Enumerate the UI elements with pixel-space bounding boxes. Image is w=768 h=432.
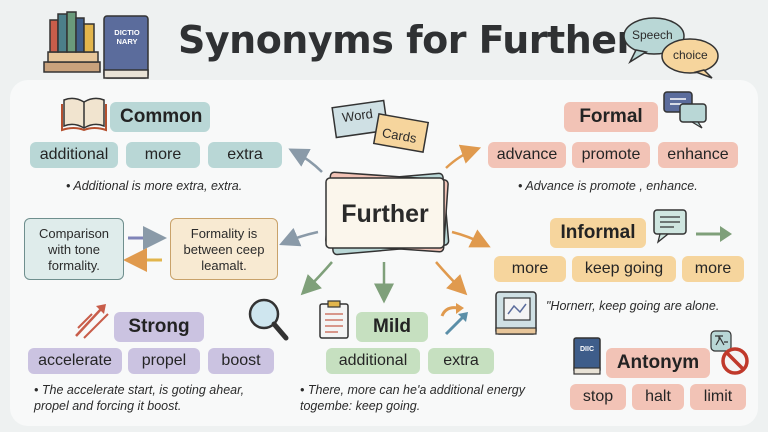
- mild-note: • There, more can he'a additional energy…: [300, 383, 525, 413]
- page-title: Synonyms for Further: [178, 18, 635, 62]
- comparison-box: Comparison with tone formality.: [24, 218, 124, 280]
- clipboard-icon: [318, 300, 350, 340]
- chip-more-informal-1[interactable]: more: [494, 256, 566, 282]
- chip-more-informal-2[interactable]: more: [682, 256, 744, 282]
- common-note: • Additional is more extra, extra.: [66, 179, 243, 193]
- further-card-stack: [322, 170, 452, 256]
- refresh-arrows-icon: [436, 302, 472, 338]
- chip-more[interactable]: more: [126, 142, 200, 168]
- common-note-text: Additional is more extra, extra.: [73, 179, 243, 193]
- informal-header: Informal: [550, 218, 646, 248]
- mild-header: Mild: [356, 312, 428, 342]
- speech-bubble-text: Speech: [632, 28, 673, 42]
- chip-promote[interactable]: promote: [572, 142, 650, 168]
- common-header: Common: [110, 102, 210, 132]
- chip-stop[interactable]: stop: [570, 384, 626, 410]
- chip-additional-mild[interactable]: additional: [326, 348, 420, 374]
- strong-header: Strong: [114, 312, 204, 342]
- antonym-header: Antonym: [606, 348, 710, 378]
- choice-bubble-text: choice: [673, 48, 708, 62]
- notebook-icon: [494, 290, 540, 338]
- dictionary-book-label: DICTIO NARY: [114, 28, 140, 46]
- formal-note: • Advance is promote , enhance.: [518, 179, 698, 193]
- chip-accelerate[interactable]: accelerate: [28, 348, 122, 374]
- chip-boost[interactable]: boost: [208, 348, 274, 374]
- chip-enhance[interactable]: enhance: [658, 142, 738, 168]
- message-icon: [652, 208, 688, 244]
- chip-limit[interactable]: limit: [690, 384, 746, 410]
- formality-box: Formality is between ceep leamalt.: [170, 218, 278, 280]
- formal-header: Formal: [564, 102, 658, 132]
- prohibited-icon: [720, 346, 750, 376]
- center-word: Further: [341, 200, 429, 228]
- book-stack-icon: [40, 10, 150, 80]
- chip-keep-going[interactable]: keep going: [572, 256, 676, 282]
- magnifier-icon: [246, 296, 290, 342]
- chip-extra-mild[interactable]: extra: [428, 348, 494, 374]
- speech-bubbles-icon: [620, 14, 720, 80]
- chat-bubbles-icon: [662, 90, 710, 130]
- strong-note: • The accelerate start, is goting ahear,…: [34, 383, 245, 413]
- chip-additional[interactable]: additional: [30, 142, 118, 168]
- formal-note-text: Advance is promote , enhance.: [525, 179, 698, 193]
- informal-note: "Hornerr, keep going are alone.: [546, 299, 720, 313]
- chip-halt[interactable]: halt: [632, 384, 684, 410]
- chip-extra[interactable]: extra: [208, 142, 282, 168]
- strong-note-text: The accelerate start, is goting ahear, p…: [34, 383, 245, 413]
- chip-propel[interactable]: propel: [128, 348, 200, 374]
- word-card-icon: [331, 99, 432, 156]
- open-book-icon: [61, 96, 107, 132]
- right-arrow-icon: [694, 222, 734, 246]
- antonym-book-label: DIIC: [580, 346, 594, 353]
- chip-advance[interactable]: advance: [488, 142, 566, 168]
- translate-icon: [710, 330, 732, 352]
- rising-arrows-icon: [72, 300, 112, 340]
- antonym-book-icon: [572, 336, 602, 376]
- mild-note-text: There, more can he'a additional energy t…: [300, 383, 525, 413]
